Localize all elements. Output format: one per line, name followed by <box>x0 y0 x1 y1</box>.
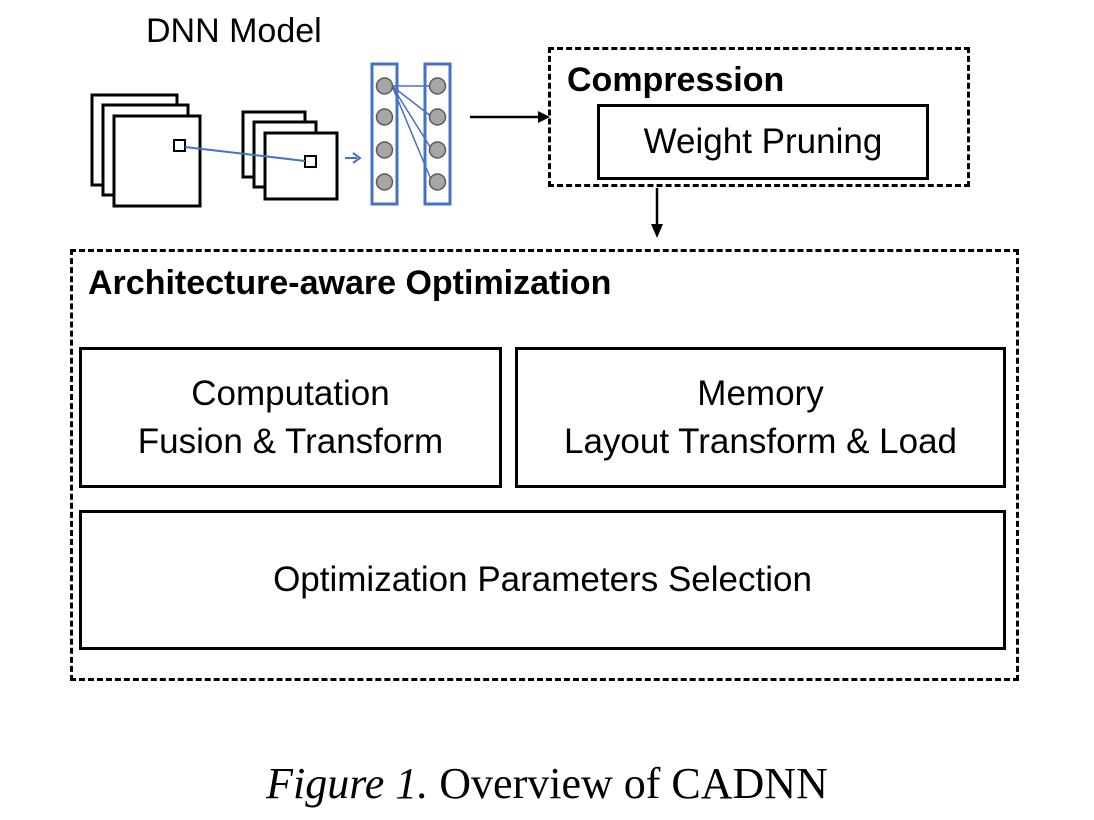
output-feature-maps <box>241 110 339 201</box>
memory-line2: Layout Transform & Load <box>564 421 957 461</box>
memory-box: Memory Layout Transform & Load <box>515 347 1006 488</box>
arrow-to-architecture <box>651 188 663 238</box>
small-arrow-icon <box>345 152 362 164</box>
parameters-label: Optimization Parameters Selection <box>273 560 812 599</box>
caption-text: Overview of CADNN <box>439 759 828 808</box>
weight-pruning-label: Weight Pruning <box>643 122 883 161</box>
computation-line1: Computation <box>191 373 390 413</box>
caption-figure-number: Figure 1. <box>266 759 429 808</box>
weight-pruning-box: Weight Pruning <box>597 104 929 180</box>
figure-caption: Figure 1. Overview of CADNN <box>0 758 1094 809</box>
parameters-box: Optimization Parameters Selection <box>79 510 1006 650</box>
convolution-connector <box>184 146 306 162</box>
compression-box <box>548 47 970 187</box>
neural-network-icon <box>370 62 452 206</box>
input-feature-maps <box>90 93 202 208</box>
computation-box: Computation Fusion & Transform <box>79 347 502 488</box>
architecture-box <box>70 249 1019 681</box>
computation-line2: Fusion & Transform <box>137 421 444 461</box>
arrow-to-compression <box>470 111 550 123</box>
dnn-model-label: DNN Model <box>146 12 322 50</box>
compression-title: Compression <box>567 61 785 99</box>
memory-line1: Memory <box>697 373 824 413</box>
architecture-title: Architecture-aware Optimization <box>88 264 612 302</box>
